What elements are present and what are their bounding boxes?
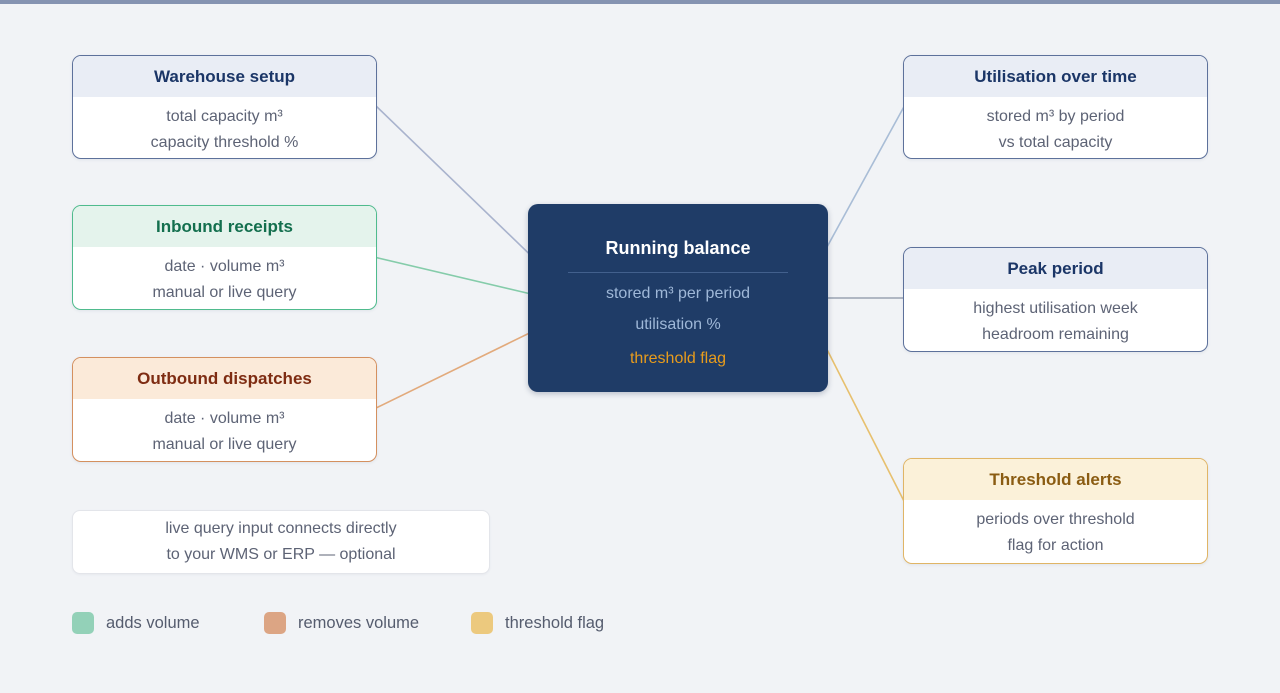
node-line: stored m³ by period [986, 108, 1125, 125]
node-threshold-alerts: Threshold alerts periods over threshold … [903, 458, 1208, 564]
legend-label: adds volume [106, 613, 200, 632]
node-line: stored m³ per period [605, 285, 751, 302]
node-inbound-receipts-title: Inbound receipts [73, 206, 376, 247]
legend: adds volume removes volume threshold fla… [72, 612, 611, 634]
node-threshold-alerts-body: periods over threshold flag for action [904, 500, 1207, 563]
node-line: manual or live query [152, 284, 297, 301]
node-peak-period: Peak period highest utilisation week hea… [903, 247, 1208, 352]
node-inbound-receipts: Inbound receipts date · volume m³ manual… [72, 205, 377, 310]
threshold-flag-swatch [471, 612, 494, 634]
legend-label: threshold flag [505, 613, 605, 632]
center-divider [568, 272, 788, 273]
node-line: periods over threshold [976, 511, 1135, 528]
node-line: highest utilisation week [973, 300, 1138, 317]
node-line: utilisation % [635, 316, 721, 333]
node-utilisation-over-time-body: stored m³ by period vs total capacity [904, 97, 1207, 158]
node-outbound-dispatches-body: date · volume m³ manual or live query [73, 399, 376, 461]
note-line: to your WMS or ERP — optional [166, 546, 396, 563]
node-outbound-dispatches: Outbound dispatches date · volume m³ man… [72, 357, 377, 462]
node-running-balance-title: Running balance [605, 238, 751, 258]
node-threshold-alerts-title: Threshold alerts [904, 459, 1207, 500]
connector-inbound-to-center [373, 256, 549, 299]
node-running-balance: Running balance stored m³ per period uti… [528, 204, 828, 392]
node-warehouse-setup-body: total capacity m³ capacity threshold % [73, 97, 376, 158]
node-warehouse-setup-title: Warehouse setup [73, 56, 376, 97]
node-outbound-dispatches-title: Outbound dispatches [73, 358, 376, 399]
legend-item-threshold-flag: threshold flag [471, 612, 611, 634]
node-peak-period-body: highest utilisation week headroom remain… [904, 289, 1207, 351]
node-line: manual or live query [152, 436, 297, 453]
note-line: live query input connects directly [165, 520, 397, 537]
node-warehouse-setup: Warehouse setup total capacity m³ capaci… [72, 55, 377, 159]
connector-outbound-to-center [373, 323, 549, 410]
removes-volume-swatch [264, 612, 286, 634]
node-line: flag for action [1007, 537, 1104, 554]
live-query-note: live query input connects directly to yo… [72, 510, 490, 574]
node-utilisation-over-time-title: Utilisation over time [904, 56, 1207, 97]
node-inbound-receipts-body: date · volume m³ manual or live query [73, 247, 376, 309]
adds-volume-swatch [72, 612, 94, 634]
node-line: capacity threshold % [150, 134, 299, 151]
legend-item-adds-volume: adds volume [72, 612, 212, 634]
node-line: date · volume m³ [164, 258, 285, 275]
legend-label: removes volume [298, 613, 420, 632]
connector-warehouse-to-center [373, 103, 549, 273]
node-line: date · volume m³ [164, 410, 285, 427]
node-line: total capacity m³ [166, 108, 283, 125]
node-line: headroom remaining [982, 326, 1129, 343]
node-line: vs total capacity [998, 134, 1113, 151]
node-utilisation-over-time: Utilisation over time stored m³ by perio… [903, 55, 1208, 159]
node-peak-period-title: Peak period [904, 248, 1207, 289]
legend-item-removes-volume: removes volume [264, 612, 419, 634]
threshold-flag-label: threshold flag [629, 350, 727, 367]
top-accent-bar [0, 0, 1280, 4]
